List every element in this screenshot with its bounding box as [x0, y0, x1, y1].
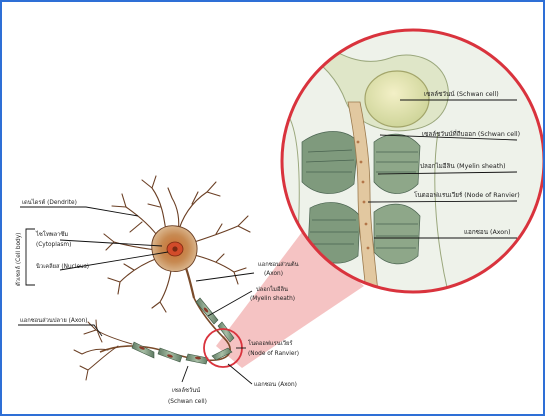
label-axon-end: แอกซอนส่วนปลาย (Axon) — [20, 317, 88, 324]
label-axon-start-en: (Axon) — [264, 271, 283, 277]
zoom-label-schwann-nucleus: เซลล์ชวันน์ที่ถีบออก (Schwan cell) — [422, 129, 520, 138]
label-cytoplasm-th: ไซโทพลาซึม — [35, 230, 68, 238]
zoom-label-schwann: เซลล์ชวันน์ (Schwan cell) — [424, 90, 499, 98]
myelin-segments — [132, 298, 234, 364]
label-cytoplasm-en: (Cytoplasm) — [36, 242, 71, 248]
label-dendrite: เดนไดรต์ (Dendrite) — [22, 198, 77, 206]
label-nucleus: นิวเคลียส (Nucleus) — [36, 263, 89, 270]
label-axon-small: แอกซอน (Axon) — [254, 381, 297, 388]
label-schwann-en: (Schwan cell) — [168, 399, 207, 405]
zoom-label-ranvier: โนดออฟแรนเวียร์ (Node of Ranvier) — [414, 191, 520, 199]
nucleolus — [172, 246, 177, 251]
label-cell-body: ตัวเซลล์ (Cell body) — [14, 233, 22, 286]
label-schwann-th: เซลล์ชวันน์ — [172, 386, 200, 394]
label-myelin-en: (Myelin sheath) — [250, 296, 295, 302]
label-axon-start-th: แอกซอนส่วนต้น — [258, 261, 299, 268]
label-ranvier-th: โนดออฟแรนเวียร์ — [248, 339, 292, 347]
axon-hillock — [186, 268, 194, 298]
label-ranvier-en: (Node of Ranvier) — [248, 351, 299, 357]
zoom-label-myelin: ปลอกไมอีลิน (Myelin sheath) — [420, 162, 506, 170]
label-myelin-th: ปลอกไมอีลิน — [256, 285, 288, 293]
zoom-label-axon: แอกซอน (Axon) — [464, 229, 511, 236]
main-labels: เดนไดรต์ (Dendrite) ไซโทพลาซึม (Cytoplas… — [14, 198, 299, 405]
zoom-schwann-cell — [365, 71, 429, 127]
